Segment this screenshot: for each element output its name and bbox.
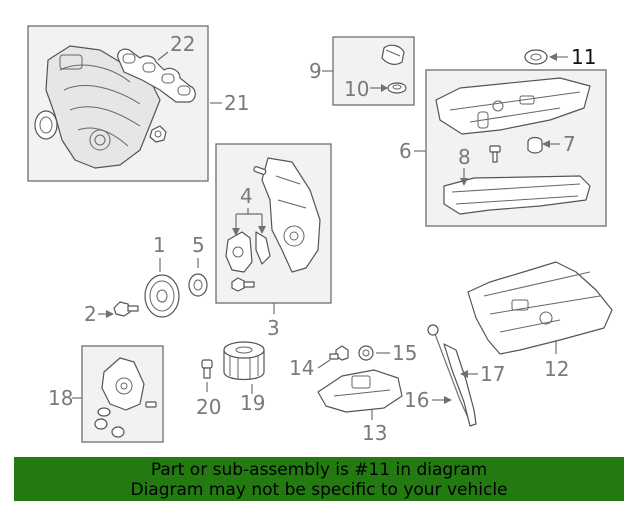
callout-11[interactable]: 11 — [571, 45, 596, 69]
valve-cover-grommet[interactable] — [527, 136, 543, 154]
callout-1[interactable]: 1 — [153, 233, 166, 257]
callout-18[interactable]: 18 — [48, 386, 73, 410]
oil-cap-gasket[interactable] — [387, 82, 407, 94]
callout-19[interactable]: 19 — [240, 391, 265, 415]
intake-gasket-set[interactable] — [117, 48, 196, 103]
idler-washer[interactable] — [188, 273, 208, 297]
oil-filler-cap[interactable] — [381, 44, 405, 65]
callout-20[interactable]: 20 — [196, 395, 221, 419]
callout-22[interactable]: 22 — [170, 32, 195, 56]
timing-cover[interactable] — [261, 157, 321, 273]
oil-filter[interactable] — [223, 341, 265, 381]
callout-6[interactable]: 6 — [399, 139, 412, 163]
intake-manifold-part[interactable] — [45, 45, 161, 169]
info-banner-line2: Diagram may not be specific to your vehi… — [130, 480, 508, 500]
callout-13[interactable]: 13 — [362, 421, 387, 445]
callout-16[interactable]: 16 — [404, 388, 429, 412]
valve-cover[interactable] — [435, 77, 591, 135]
valve-cover-gasket[interactable] — [443, 175, 591, 215]
crankshaft-pulley[interactable] — [144, 274, 180, 318]
callout-12[interactable]: 12 — [544, 357, 569, 381]
valve-cover-bolt[interactable] — [489, 145, 501, 163]
callout-9[interactable]: 9 — [309, 59, 322, 83]
dipstick-tube[interactable] — [443, 343, 477, 427]
part-11-grommet[interactable] — [524, 49, 548, 65]
callout-5[interactable]: 5 — [192, 233, 205, 257]
water-pump[interactable] — [225, 231, 253, 273]
callout-7[interactable]: 7 — [563, 132, 576, 156]
timing-cover-bolt[interactable] — [231, 277, 255, 292]
callout-8[interactable]: 8 — [458, 145, 471, 169]
callout-4[interactable]: 4 — [240, 184, 253, 208]
oil-strainer[interactable] — [317, 369, 403, 413]
pulley-bolt[interactable] — [113, 301, 139, 317]
callout-2[interactable]: 2 — [84, 302, 97, 326]
manifold-nut[interactable] — [149, 125, 167, 143]
drain-plug[interactable] — [329, 345, 349, 361]
water-pump-gasket[interactable] — [255, 231, 271, 265]
oil-pump[interactable] — [101, 357, 145, 411]
callout-21[interactable]: 21 — [224, 91, 249, 115]
timing-pin[interactable] — [253, 166, 267, 175]
manifold-gasket-ring[interactable] — [34, 110, 58, 140]
callout-10[interactable]: 10 — [344, 77, 369, 101]
info-banner-line1: Part or sub-assembly is #11 in diagram — [150, 460, 488, 480]
filter-stud[interactable] — [201, 359, 213, 379]
drain-plug-gasket[interactable] — [358, 345, 374, 361]
oil-pump-seals[interactable] — [94, 401, 157, 438]
callout-14[interactable]: 14 — [289, 356, 314, 380]
callout-3[interactable]: 3 — [267, 316, 280, 340]
oil-pan[interactable] — [467, 261, 613, 355]
callout-17[interactable]: 17 — [480, 362, 505, 386]
info-banner: Part or sub-assembly is #11 in diagram D… — [14, 457, 624, 501]
callout-15[interactable]: 15 — [392, 341, 417, 365]
